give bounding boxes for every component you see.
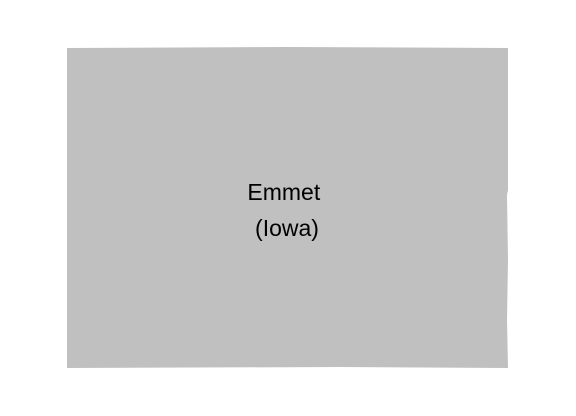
county-name-line2: (Iowa) [255, 215, 319, 241]
county-name-label: Emmet (Iowa) [247, 179, 326, 241]
county-name-line1: Emmet [247, 179, 320, 205]
emmet-county-shape [67, 47, 508, 368]
